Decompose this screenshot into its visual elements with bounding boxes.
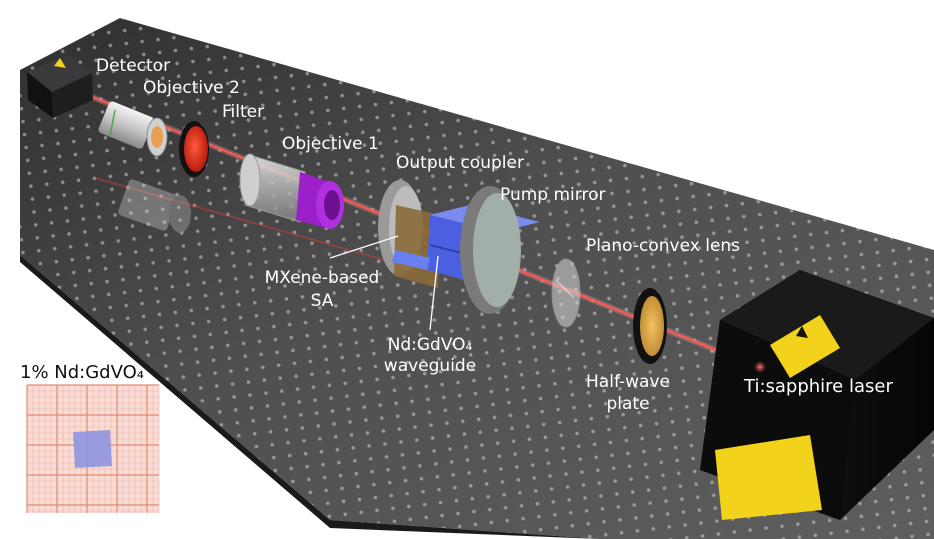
label-objective-1: Objective 1	[282, 134, 379, 154]
label-half-wave-line2: plate	[606, 394, 650, 414]
laser-warning-icon	[770, 315, 840, 378]
leader-lines	[329, 235, 439, 331]
label-waveguide: Nd:GdVO₄ waveguide	[355, 337, 505, 375]
filter	[179, 121, 209, 177]
label-mxene-line1: MXene-based	[264, 268, 380, 288]
label-detector: Detector	[96, 56, 171, 76]
laser-info-plate	[715, 435, 822, 520]
label-plano-convex-lens: Plano-convex lens	[586, 236, 741, 256]
label-output-coupler: Output coupler	[396, 153, 524, 173]
label-half-wave-plate: Half-wave plate	[568, 374, 688, 413]
label-half-wave-line1: Half-wave	[586, 372, 670, 392]
label-waveguide-line1: Nd:GdVO₄	[387, 335, 473, 355]
detector	[27, 55, 93, 118]
label-mxene-sa: MXene-based SA	[247, 270, 397, 310]
label-mxene-line2: SA	[310, 291, 334, 311]
label-waveguide-line2: waveguide	[383, 356, 477, 376]
label-pump-mirror: Pump mirror	[500, 185, 606, 205]
half-wave-plate	[633, 288, 667, 364]
objective-2	[98, 101, 168, 157]
ti-sapphire-laser	[700, 270, 934, 520]
sample-inset	[26, 384, 160, 513]
label-objective-2: Objective 2	[143, 78, 240, 98]
label-filter: Filter	[222, 102, 265, 122]
pump-mirror	[460, 186, 521, 314]
label-inset-title: 1% Nd:GdVO₄	[20, 362, 144, 383]
laser-warning-icon	[54, 58, 66, 68]
objective-2-reflection	[118, 179, 191, 233]
plano-convex-lens	[551, 258, 581, 328]
nd-gdvo4-crystal	[73, 430, 112, 468]
label-ti-sapphire-laser: Ti:sapphire laser	[744, 376, 893, 397]
objective-1	[239, 153, 344, 229]
